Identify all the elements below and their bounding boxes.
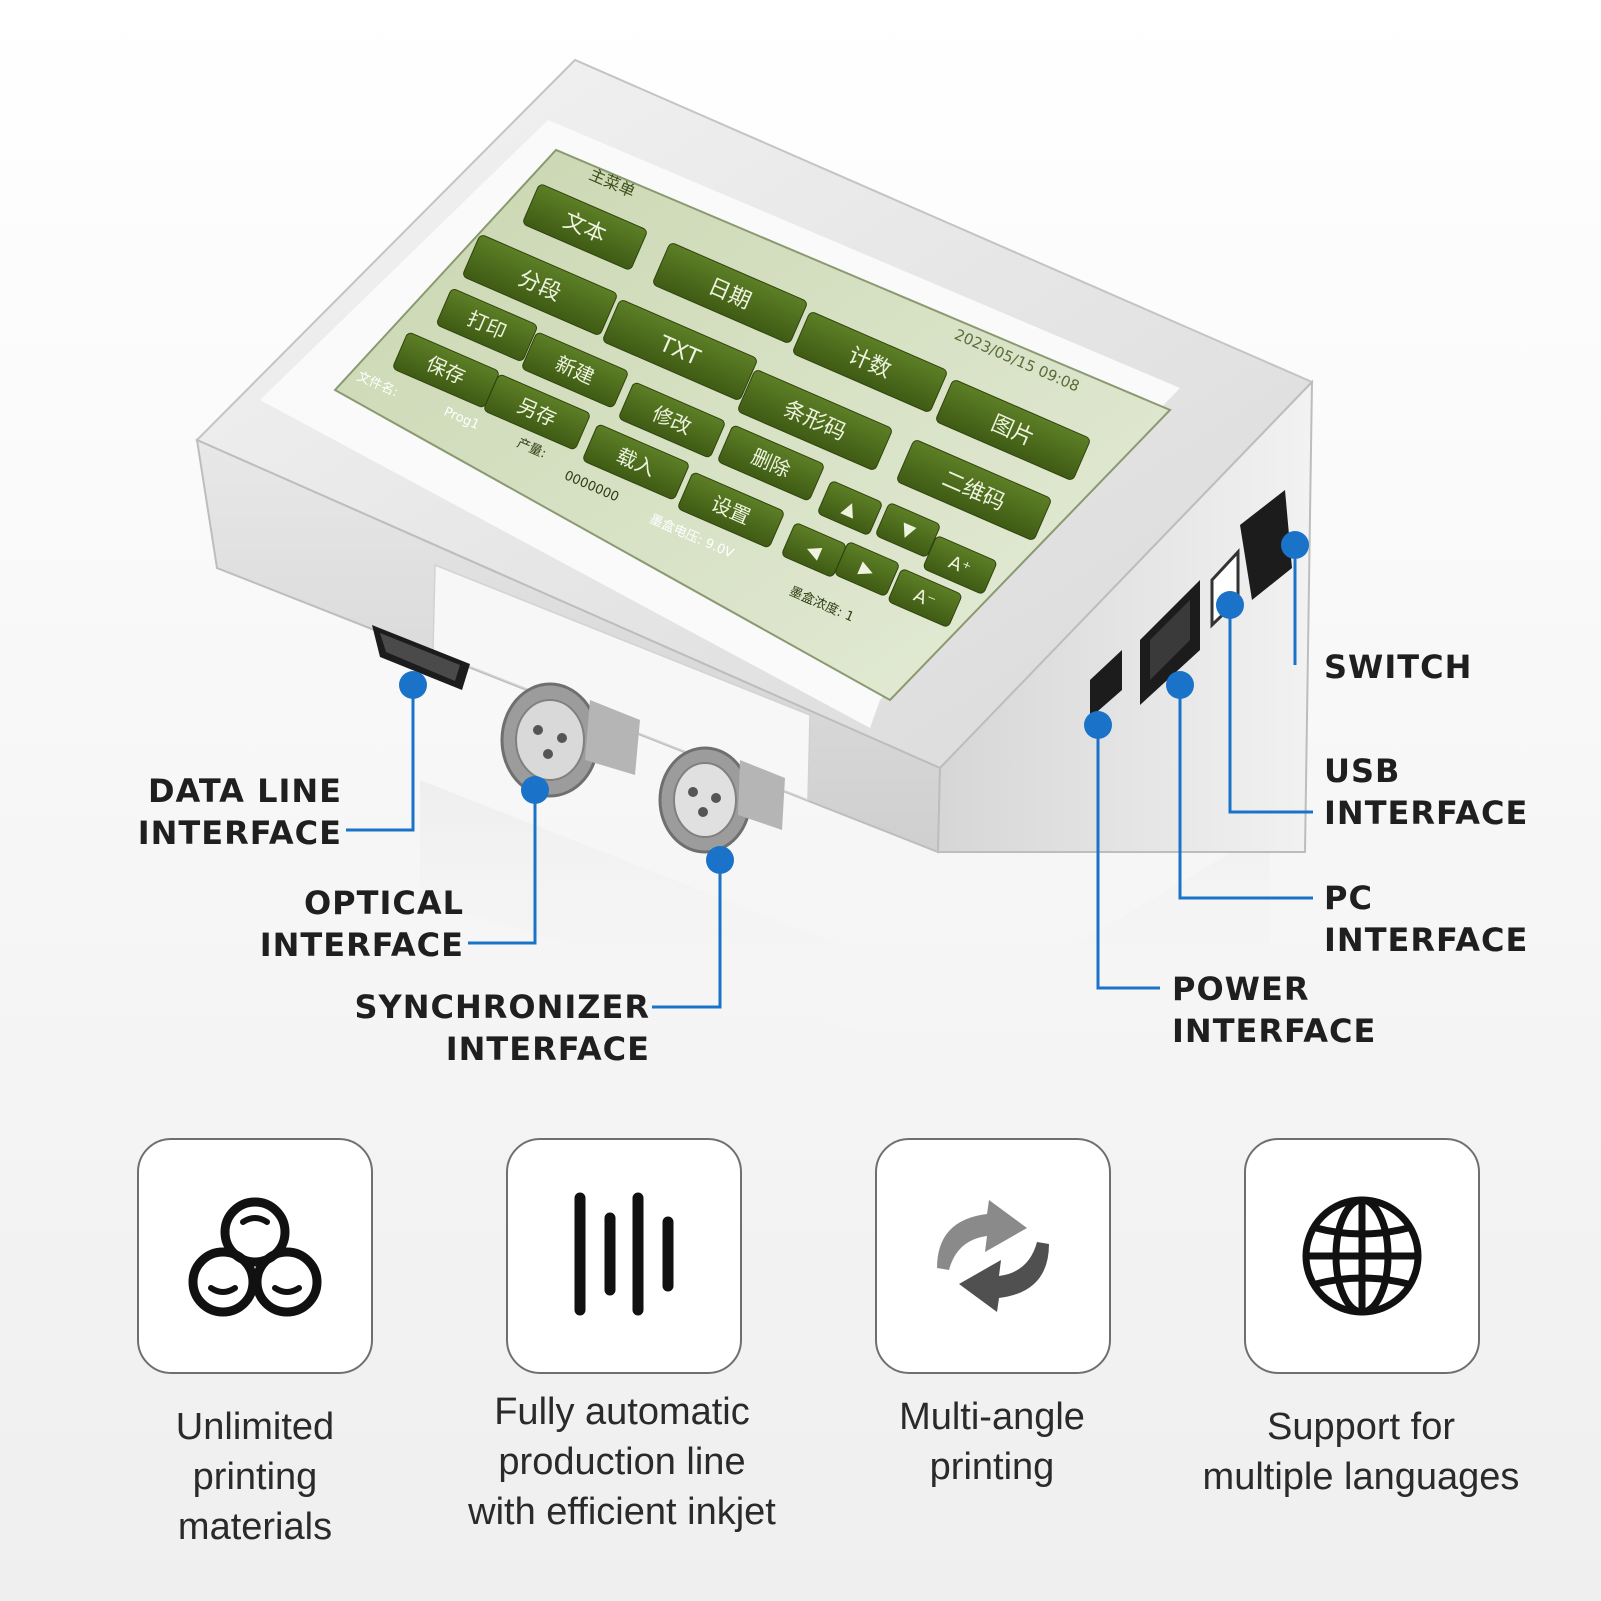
callout-line: OPTICAL: [303, 884, 464, 922]
globe-icon: [1302, 1196, 1422, 1316]
lcd-button-print[interactable]: 打印: [436, 288, 538, 362]
feature-caption-inkjet: Fully automatic production line with eff…: [442, 1387, 802, 1537]
lcd-button-up[interactable]: ▲: [817, 480, 883, 535]
hdmi-port: [372, 625, 470, 690]
caption-line: materials: [177, 1506, 333, 1548]
leader-usb: [1228, 605, 1313, 814]
callout-line: INTERFACE: [1324, 794, 1529, 832]
lcd-button-load[interactable]: 载入: [582, 424, 690, 501]
leader-power: [1096, 725, 1160, 990]
rotate-arrows-icon: [937, 1200, 1049, 1312]
lcd-button-bg: [619, 382, 725, 458]
callout-dots: [399, 531, 1309, 874]
feature-caption-languages: Support for multiple languages: [1181, 1402, 1541, 1502]
lcd-button-bg: [738, 370, 892, 470]
leader-synchronizer: [652, 860, 722, 1009]
lcd-button-bg: [897, 440, 1051, 540]
lcd-button-delete[interactable]: 删除: [717, 425, 825, 502]
lcd-button-image[interactable]: 图片: [935, 379, 1091, 481]
callout-optical-interface: OPTICAL INTERFACE: [210, 882, 464, 966]
leader-pc: [1178, 685, 1313, 900]
callout-line: INTERFACE: [259, 926, 464, 964]
lcd-button-date[interactable]: 日期: [652, 242, 808, 344]
lcd-button-save-as[interactable]: 另存: [483, 374, 591, 451]
caption-line: Unlimited: [175, 1406, 335, 1448]
lcd-button-bg: [463, 235, 617, 335]
lcd-button-txt[interactable]: TXT: [602, 299, 758, 401]
lcd-button-bg: [793, 312, 947, 412]
lcd-button-new[interactable]: 新建: [521, 332, 629, 409]
lcd-button-bg: [523, 184, 647, 270]
lcd-button-segment[interactable]: 分段: [462, 234, 618, 336]
lcd-button-down[interactable]: ▼: [875, 502, 941, 557]
inkjet-bars-icon: [574, 1192, 674, 1316]
caption-line: printing: [929, 1446, 1055, 1488]
callout-line: PC: [1324, 879, 1373, 917]
feature-caption-materials: Unlimited printing materials: [75, 1402, 435, 1552]
switch: [1240, 490, 1292, 600]
lcd-button-right[interactable]: ▶: [834, 541, 900, 596]
lcd-button-bg: [603, 300, 757, 400]
lcd-button-bg: [888, 569, 962, 627]
lcd-button-bg: [653, 243, 807, 343]
lcd-button-bg: [923, 536, 997, 594]
lcd-button-count[interactable]: 计数: [792, 311, 948, 413]
lcd-button-barcode[interactable]: 条形码: [737, 369, 893, 471]
callout-power-interface: POWER INTERFACE: [1172, 968, 1376, 1052]
caption-line: Support for: [1267, 1406, 1455, 1448]
casing-side-face: [936, 379, 1314, 853]
callout-line: INTERFACE: [1172, 1012, 1377, 1050]
lcd-button-font-up[interactable]: A⁺: [923, 535, 998, 594]
caption-line: Fully automatic: [494, 1391, 750, 1433]
callout-line: INTERFACE: [445, 1030, 650, 1068]
callout-line: SWITCH: [1324, 648, 1473, 686]
feature-tile-languages: [1244, 1138, 1480, 1374]
lcd-button-bg: [835, 542, 899, 596]
caption-line: multiple languages: [1202, 1456, 1520, 1498]
callout-line: POWER: [1172, 970, 1310, 1008]
callout-pc-interface: PC INTERFACE: [1324, 877, 1528, 961]
materials-circles-icon: [188, 1197, 322, 1317]
lcd-button-bg: [718, 425, 824, 501]
lcd-button-font-down[interactable]: A⁻: [888, 568, 963, 627]
leader-optical: [468, 790, 537, 945]
callout-line: INTERFACE: [1324, 921, 1529, 959]
lcd-button-settings[interactable]: 设置: [677, 472, 785, 549]
lcd-button-save[interactable]: 保存: [392, 332, 500, 409]
power-port: [1090, 650, 1122, 718]
lcd-button-bg: [876, 503, 940, 557]
synchronizer-connector: [658, 746, 785, 854]
leader-data-line: [346, 685, 415, 832]
lcd-button-text[interactable]: 文本: [522, 183, 648, 270]
caption-line: printing: [192, 1456, 318, 1498]
callout-line: DATA LINE: [147, 772, 342, 810]
caption-line: with efficient inkjet: [468, 1491, 776, 1533]
lcd-button-bg: [437, 288, 537, 362]
callout-data-line-interface: DATA LINE INTERFACE: [90, 770, 342, 854]
lcd-button-bg: [936, 380, 1090, 480]
lcd-button-bg: [484, 374, 590, 450]
feature-caption-multi-angle: Multi-angle printing: [812, 1392, 1172, 1492]
caption-line: production line: [498, 1441, 746, 1483]
feature-tile-materials: [137, 1138, 373, 1374]
caption-line: Multi-angle: [899, 1396, 1085, 1438]
lcd-button-bg: [818, 481, 882, 535]
callout-synchronizer-interface: SYNCHRONIZER INTERFACE: [300, 986, 650, 1070]
callout-usb-interface: USB INTERFACE: [1324, 750, 1528, 834]
callout-line: SYNCHRONIZER: [354, 988, 650, 1026]
lcd-button-bg: [522, 332, 628, 408]
callout-line: INTERFACE: [137, 814, 342, 852]
callout-switch: SWITCH: [1324, 646, 1472, 688]
feature-tile-multi-angle: [875, 1138, 1111, 1374]
lcd-button-bg: [583, 424, 689, 500]
callout-line: USB: [1324, 752, 1401, 790]
feature-tile-inkjet: [506, 1138, 742, 1374]
callout-leaders: [346, 545, 1313, 1009]
lcd-button-bg: [678, 472, 784, 548]
optical-connector: [500, 682, 640, 798]
lcd-button-edit[interactable]: 修改: [618, 382, 726, 459]
